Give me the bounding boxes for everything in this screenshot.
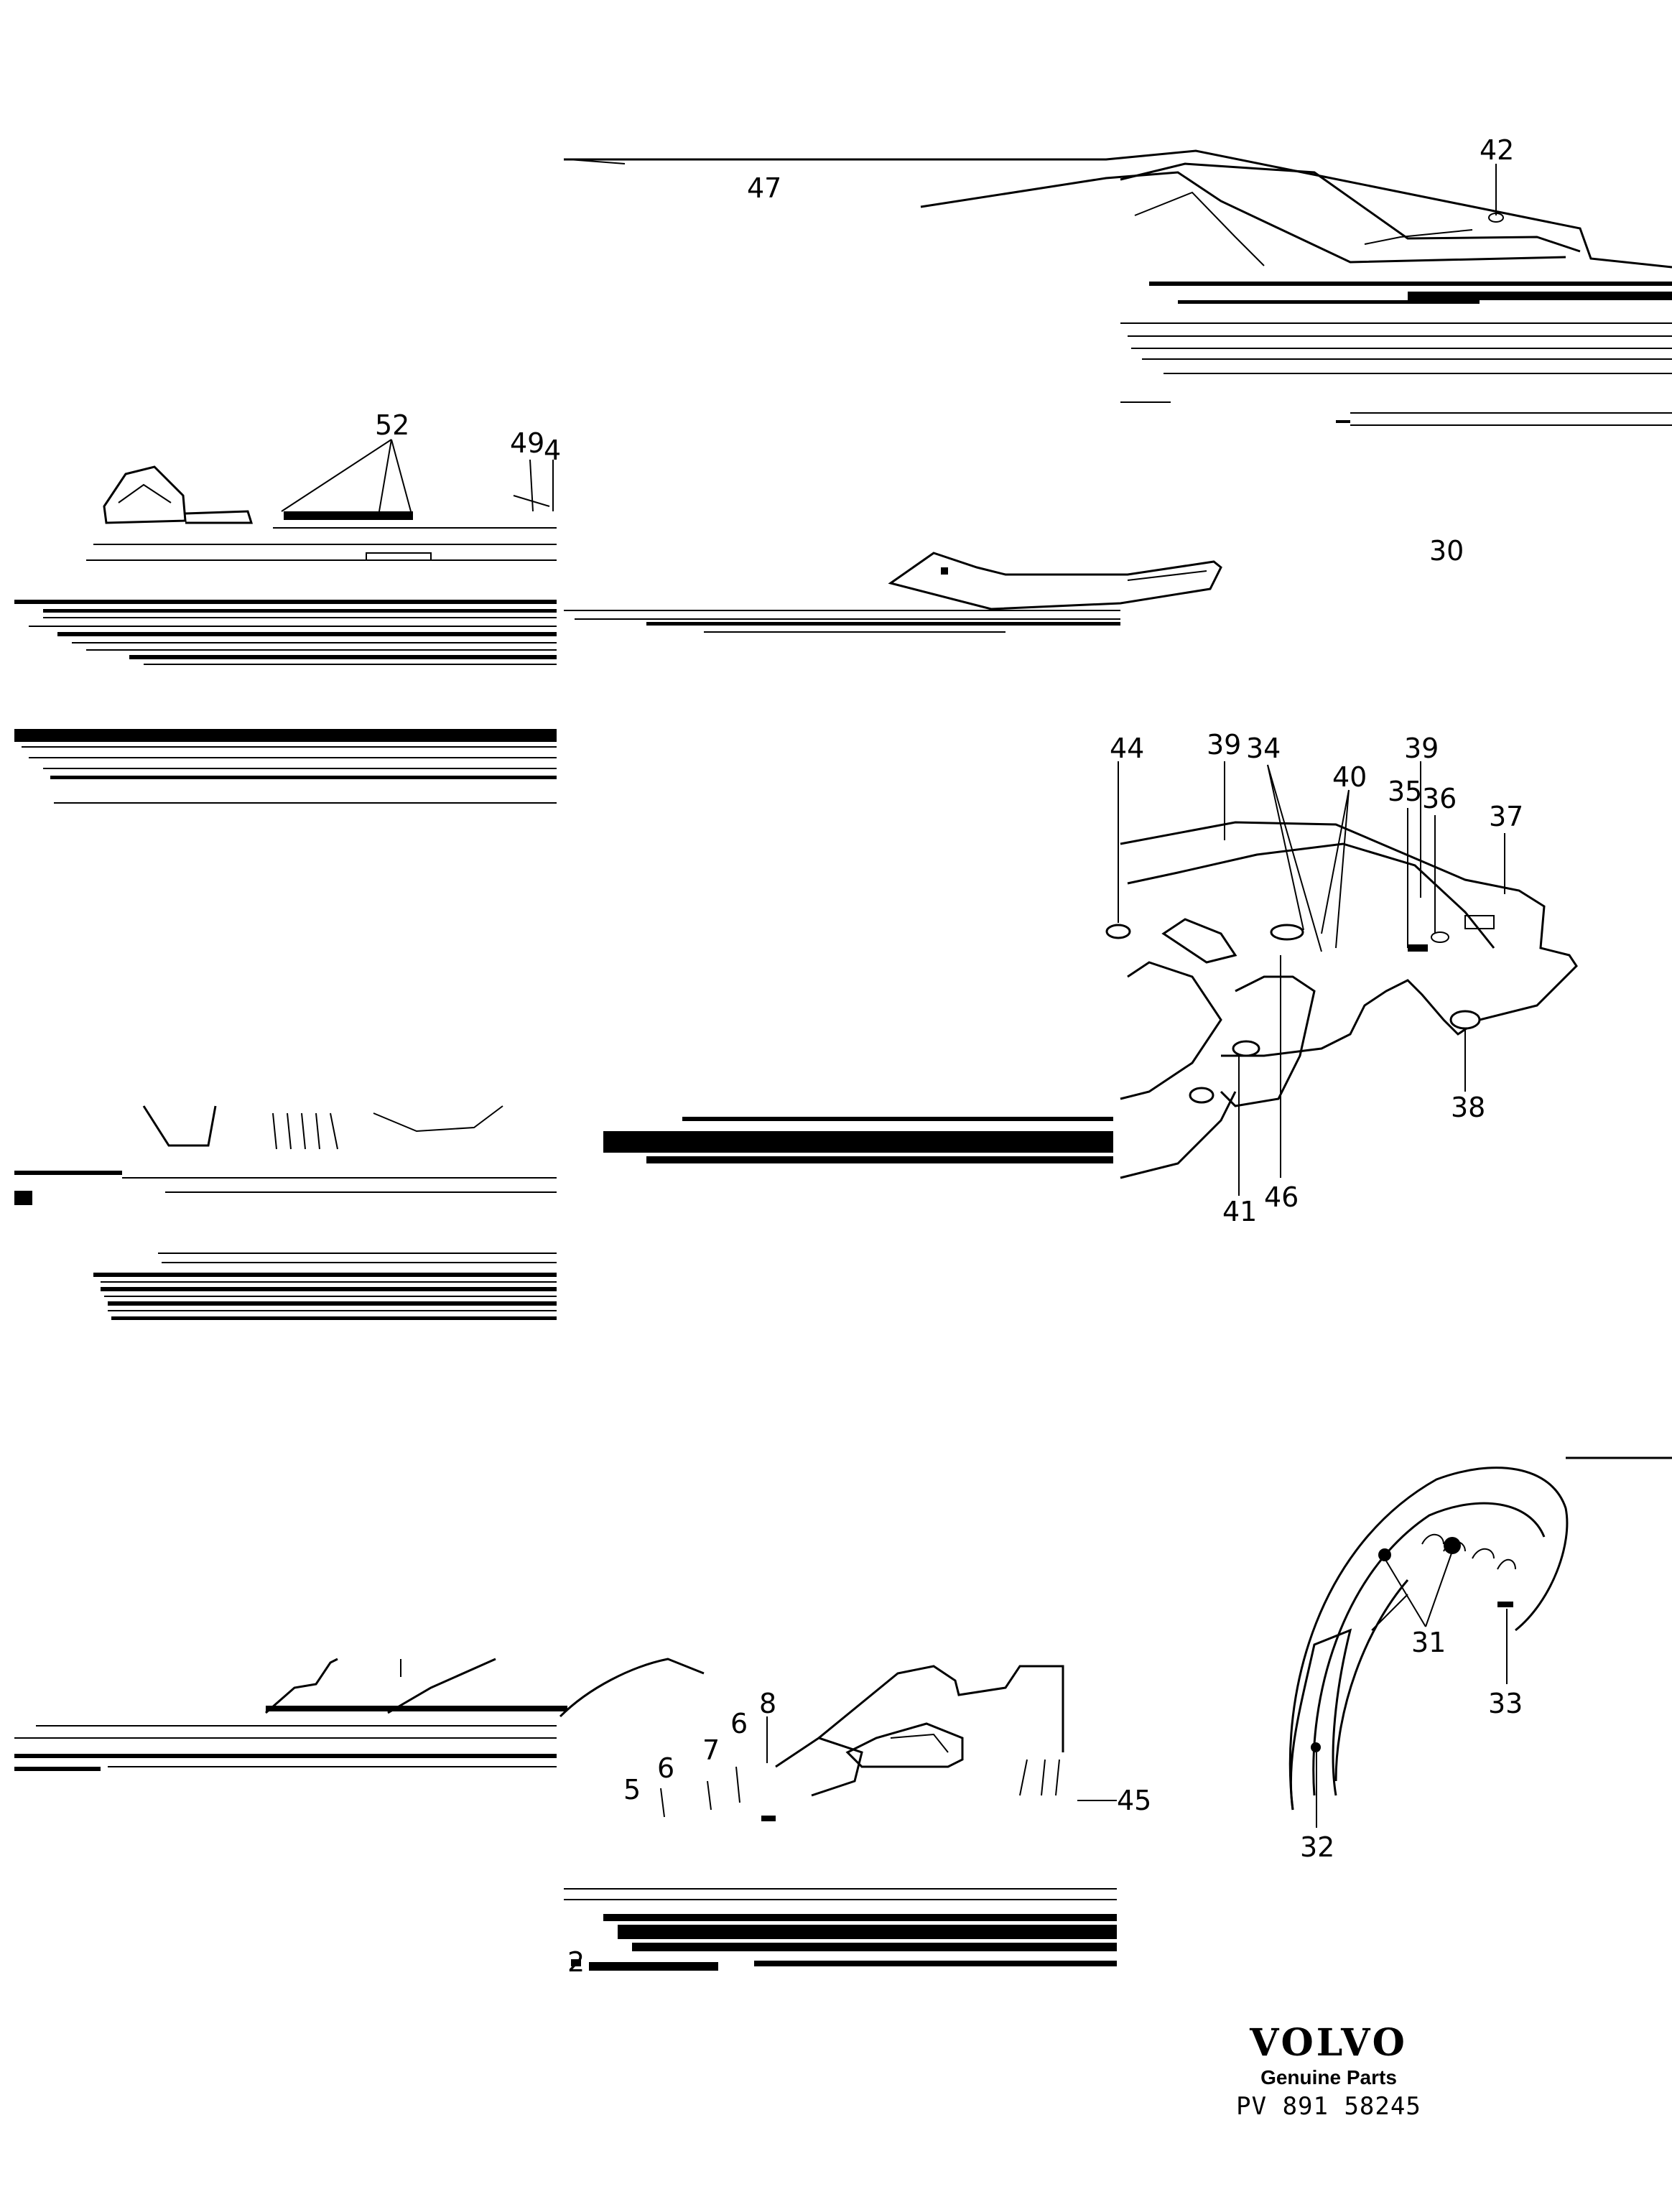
publication-code: PV 891 58245 bbox=[1236, 2092, 1421, 2121]
callout-labels: 47 42 52 49 4 30 44 39 34 40 39 35 36 37… bbox=[375, 134, 1523, 1978]
callout-40: 40 bbox=[1332, 761, 1367, 793]
callout-6-left: 6 bbox=[657, 1752, 674, 1784]
callout-39-left: 39 bbox=[1207, 729, 1241, 761]
roof-panel-drawing bbox=[564, 149, 1672, 426]
callout-44: 44 bbox=[1110, 733, 1144, 764]
callout-30: 30 bbox=[1429, 535, 1464, 567]
callout-36: 36 bbox=[1422, 783, 1457, 814]
callout-7: 7 bbox=[702, 1734, 720, 1766]
callout-47: 47 bbox=[747, 172, 781, 204]
callout-5: 5 bbox=[623, 1774, 641, 1806]
callout-6-right: 6 bbox=[730, 1708, 748, 1739]
callout-31: 31 bbox=[1411, 1627, 1446, 1658]
lower-sill-drawing bbox=[14, 1658, 1117, 1971]
center-floor-drawing bbox=[564, 552, 1222, 633]
callout-34: 34 bbox=[1246, 733, 1281, 764]
left-sill-drawing bbox=[14, 439, 557, 804]
callout-35: 35 bbox=[1388, 776, 1422, 807]
callout-37: 37 bbox=[1489, 801, 1523, 832]
callout-42: 42 bbox=[1480, 134, 1514, 166]
callout-33: 33 bbox=[1488, 1688, 1523, 1719]
callout-49: 49 bbox=[510, 427, 544, 459]
callout-38: 38 bbox=[1451, 1092, 1485, 1123]
wheel-arch-drawing bbox=[1288, 1456, 1672, 1828]
callout-46: 46 bbox=[1264, 1181, 1299, 1213]
callout-41: 41 bbox=[1222, 1196, 1257, 1227]
left-middle-drawing bbox=[14, 1105, 1113, 1320]
callout-4: 4 bbox=[544, 434, 561, 466]
callout-45: 45 bbox=[1117, 1785, 1151, 1816]
volvo-brand-block: VOLVO Genuine Parts PV 891 58245 bbox=[1192, 2022, 1465, 2122]
callout-8: 8 bbox=[759, 1688, 776, 1719]
callout-52: 52 bbox=[375, 409, 409, 441]
callout-39-right: 39 bbox=[1404, 733, 1439, 764]
genuine-parts-label: Genuine Parts bbox=[1260, 2066, 1397, 2088]
rear-floor-pan-drawing bbox=[1105, 761, 1578, 1196]
volvo-logo: VOLVO bbox=[1250, 2021, 1408, 2065]
callout-32: 32 bbox=[1300, 1831, 1334, 1863]
callout-2: 2 bbox=[567, 1946, 585, 1978]
